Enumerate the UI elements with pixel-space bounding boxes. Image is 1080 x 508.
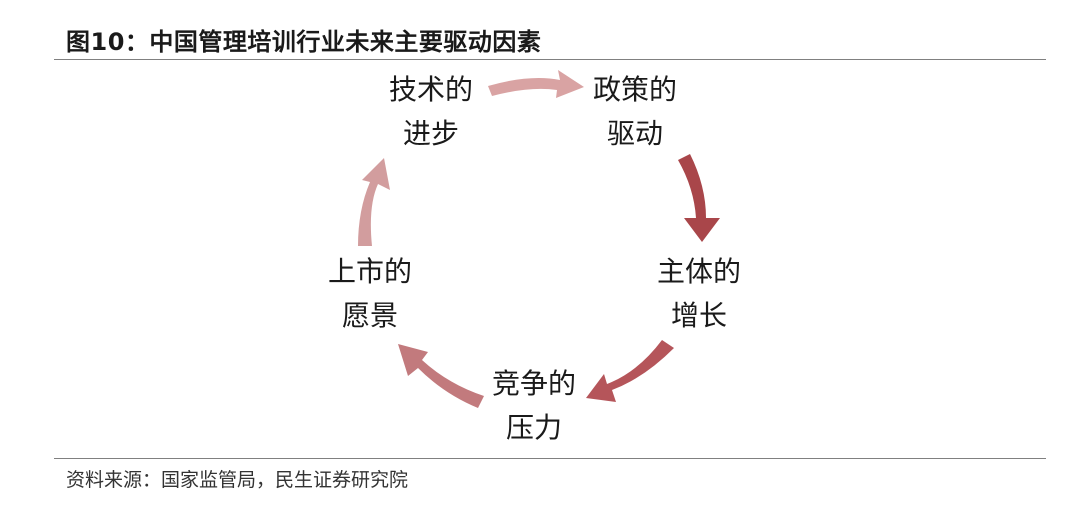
- node-line: 上市的: [327, 255, 412, 288]
- figure-title: 图10：中国管理培训行业未来主要驱动因素: [66, 28, 542, 56]
- arrow-subject-to-competition: [586, 340, 674, 402]
- node-line: 技术的: [388, 73, 473, 106]
- footer-divider: [54, 458, 1046, 459]
- arrow-technology-to-policy: [488, 70, 584, 98]
- node-line: 进步: [402, 117, 459, 150]
- node-subject-growth: 主体的 增长: [614, 250, 784, 338]
- node-line: 驱动: [606, 117, 663, 150]
- node-line: 主体的: [656, 255, 741, 288]
- node-line: 政策的: [592, 73, 677, 106]
- node-line: 增长: [670, 299, 727, 332]
- node-line: 压力: [505, 411, 562, 444]
- title-divider: [54, 59, 1046, 60]
- arrow-policy-to-subject: [678, 154, 720, 242]
- node-policy-drive: 政策的 驱动: [550, 68, 720, 156]
- node-line: 愿景: [341, 299, 398, 332]
- node-technology-progress: 技术的 进步: [346, 68, 516, 156]
- node-line: 竞争的: [491, 367, 576, 400]
- node-listing-vision: 上市的 愿景: [285, 250, 455, 338]
- node-competition-pressure: 竞争的 压力: [449, 362, 619, 450]
- arrow-competition-to-listing: [398, 344, 484, 408]
- arrow-listing-to-technology: [358, 158, 390, 246]
- source-note: 资料来源：国家监管局，民生证券研究院: [66, 469, 409, 491]
